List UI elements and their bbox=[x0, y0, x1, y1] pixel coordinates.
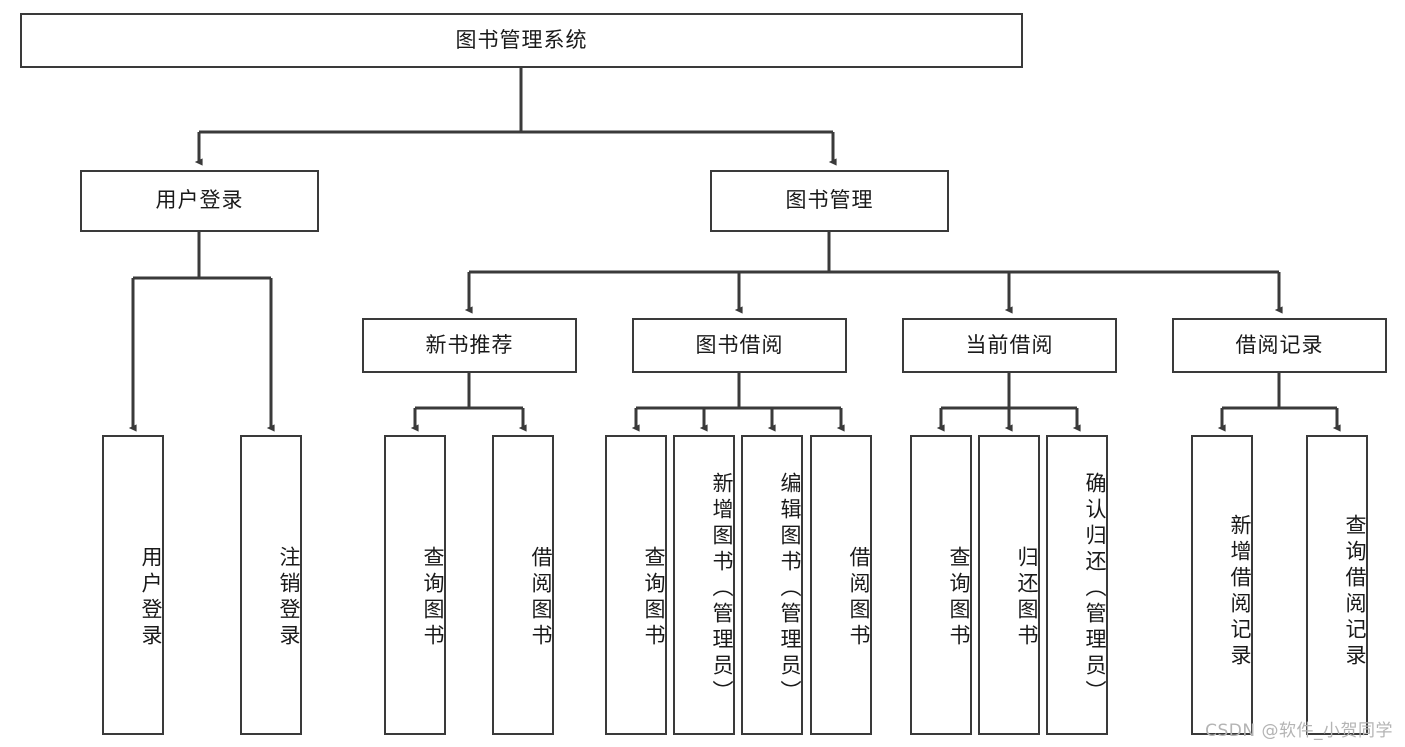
leaf-add-book-admin[interactable]: 新增图书（管理员） bbox=[673, 435, 735, 735]
node-label: 当前借阅 bbox=[965, 332, 1054, 357]
leaf-add-borrow-record[interactable]: 新增借阅记录 bbox=[1191, 435, 1253, 735]
node-label: 图书借阅 bbox=[695, 332, 784, 357]
node-label: 编辑图书（管理员） bbox=[778, 472, 802, 706]
leaf-query-book-current[interactable]: 查询图书 bbox=[910, 435, 972, 735]
node-user-login[interactable]: 用户登录 bbox=[80, 170, 319, 232]
leaf-query-book-borrow[interactable]: 查询图书 bbox=[605, 435, 667, 735]
node-borrow-record[interactable]: 借阅记录 bbox=[1172, 318, 1387, 373]
node-label: 用户登录 bbox=[139, 546, 163, 650]
node-label: 用户登录 bbox=[155, 188, 244, 213]
leaf-query-book-recommend[interactable]: 查询图书 bbox=[384, 435, 446, 735]
leaf-borrow-book[interactable]: 借阅图书 bbox=[810, 435, 872, 735]
leaf-edit-book-admin[interactable]: 编辑图书（管理员） bbox=[741, 435, 803, 735]
node-label: 查询图书 bbox=[421, 546, 445, 650]
node-label: 注销登录 bbox=[277, 546, 301, 650]
node-label: 借阅记录 bbox=[1235, 332, 1324, 357]
csdn-watermark: CSDN @软件_小贺同学 bbox=[1205, 721, 1393, 741]
node-label: 查询借阅记录 bbox=[1343, 514, 1367, 670]
node-label: 图书管理系统 bbox=[455, 27, 588, 52]
node-root-book-management-system[interactable]: 图书管理系统 bbox=[20, 13, 1023, 68]
node-label: 查询图书 bbox=[642, 546, 666, 650]
leaf-confirm-return-admin[interactable]: 确认归还（管理员） bbox=[1046, 435, 1108, 735]
node-book-borrow[interactable]: 图书借阅 bbox=[632, 318, 847, 373]
node-new-book-recommend[interactable]: 新书推荐 bbox=[362, 318, 577, 373]
leaf-borrow-book-recommend[interactable]: 借阅图书 bbox=[492, 435, 554, 735]
node-label: 新增图书（管理员） bbox=[710, 472, 734, 706]
leaf-query-borrow-record[interactable]: 查询借阅记录 bbox=[1306, 435, 1368, 735]
node-book-management[interactable]: 图书管理 bbox=[710, 170, 949, 232]
node-label: 确认归还（管理员） bbox=[1083, 472, 1107, 706]
node-label: 新书推荐 bbox=[425, 332, 514, 357]
node-label: 借阅图书 bbox=[529, 546, 553, 650]
node-label: 查询图书 bbox=[947, 546, 971, 650]
node-label: 图书管理 bbox=[785, 188, 874, 213]
node-current-borrow[interactable]: 当前借阅 bbox=[902, 318, 1117, 373]
node-label: 归还图书 bbox=[1015, 546, 1039, 650]
node-label: 借阅图书 bbox=[847, 546, 871, 650]
node-label: 新增借阅记录 bbox=[1228, 514, 1252, 670]
leaf-logout[interactable]: 注销登录 bbox=[240, 435, 302, 735]
leaf-return-book[interactable]: 归还图书 bbox=[978, 435, 1040, 735]
leaf-user-login[interactable]: 用户登录 bbox=[102, 435, 164, 735]
